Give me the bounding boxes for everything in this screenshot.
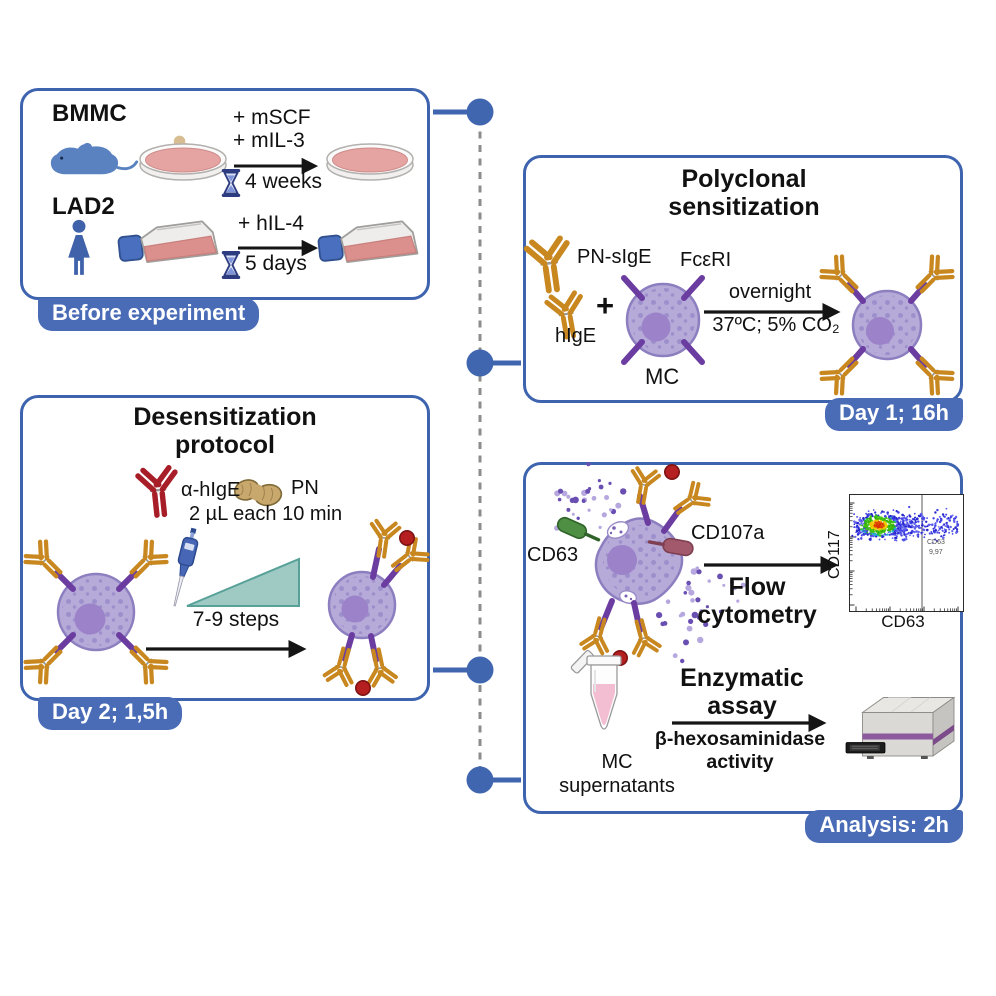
timeline-node-2 bbox=[466, 349, 494, 377]
anti-hige-antibody-icon bbox=[137, 467, 179, 517]
allergen-dot bbox=[663, 463, 681, 481]
desensitization-title-line1: Desensitization bbox=[133, 403, 317, 431]
flow-cytometry-plot bbox=[849, 494, 964, 612]
timeline-node-1 bbox=[466, 98, 494, 126]
four-weeks-label: 4 weeks bbox=[245, 170, 323, 193]
five-days-label: 5 days bbox=[245, 252, 307, 275]
before-experiment-art bbox=[49, 131, 419, 279]
badge-day1: Day 1; 16h bbox=[824, 398, 963, 432]
timeline-node-4 bbox=[466, 766, 494, 794]
steps-label: 7-9 steps bbox=[192, 608, 280, 631]
desensitization-art bbox=[23, 467, 431, 697]
cd63-marker-icon bbox=[553, 513, 604, 548]
plot-y-axis-label: CD117 bbox=[826, 530, 843, 579]
vesicle bbox=[618, 590, 638, 604]
desensitization-title-line2: protocol bbox=[175, 431, 275, 459]
woman-icon bbox=[68, 219, 90, 275]
cd107a-label: CD107a bbox=[691, 522, 765, 544]
vesicle bbox=[606, 521, 630, 539]
timeline-node-3 bbox=[466, 656, 494, 684]
gate-value: 9,97 bbox=[929, 549, 943, 556]
allergen-dot bbox=[398, 529, 416, 547]
mast-cell-naive bbox=[621, 275, 705, 365]
mc-supernatants-line1: MC bbox=[601, 751, 633, 773]
lad2-label: LAD2 bbox=[52, 193, 115, 220]
mast-cell-sensitized bbox=[819, 254, 956, 397]
timeline bbox=[433, 98, 521, 794]
hexosaminidase-line2: activity bbox=[706, 751, 774, 773]
anti-hige-label: α-hIgE bbox=[181, 479, 241, 501]
plate-reader-icon bbox=[845, 697, 955, 760]
temperature-label: 37ºC; 5% CO₂ bbox=[712, 314, 840, 336]
petri-dish-icon bbox=[326, 143, 414, 181]
enzymatic-assay-line1: Enzymatic bbox=[680, 664, 804, 692]
mast-cell-crosslinked bbox=[324, 520, 431, 697]
flow-cytometry-line1: Flow bbox=[728, 573, 786, 601]
mast-cell-degranulating bbox=[578, 463, 714, 667]
dosing-label: 2 µL each 10 min bbox=[189, 503, 343, 525]
pn-sige-antibody-icon bbox=[526, 238, 573, 293]
dose-ramp-triangle bbox=[186, 557, 300, 607]
panel-analysis bbox=[523, 462, 963, 814]
bmmc-label: BMMC bbox=[52, 100, 127, 127]
hourglass-icon bbox=[221, 169, 241, 197]
sensitization-title-line1: Polyclonal bbox=[681, 165, 807, 193]
hourglass-icon bbox=[221, 251, 241, 279]
mil3-label: + mIL-3 bbox=[233, 129, 305, 152]
mc-supernatants-line2: supernatants bbox=[559, 775, 675, 797]
plus-sign: + bbox=[596, 288, 615, 323]
sensitization-title-line2: sensitization bbox=[668, 193, 820, 221]
allergen-dot bbox=[354, 679, 372, 697]
flow-cytometry-line2: cytometry bbox=[697, 601, 817, 629]
fceri-label: FcεRI bbox=[680, 249, 732, 271]
culture-flask-icon bbox=[116, 219, 219, 266]
mc-label: MC bbox=[645, 364, 680, 389]
pipette-icon bbox=[166, 525, 202, 609]
pn-sige-label: PN-sIgE bbox=[577, 246, 652, 268]
panel-polyclonal-sensitization bbox=[523, 155, 963, 403]
sensitization-art bbox=[526, 238, 955, 397]
badge-day2: Day 2; 1,5h bbox=[38, 697, 183, 731]
hexosaminidase-line1: β-hexosaminidase bbox=[654, 728, 826, 750]
petri-dish-icon bbox=[139, 143, 227, 181]
overnight-label: overnight bbox=[728, 281, 812, 303]
culture-flask-icon bbox=[316, 219, 419, 266]
analysis-art bbox=[553, 462, 955, 760]
plot-x-axis-label: CD63 bbox=[881, 612, 925, 631]
badge-analysis: Analysis: 2h bbox=[805, 810, 963, 844]
cd63-label: CD63 bbox=[527, 544, 579, 566]
hige-label: hIgE bbox=[555, 325, 597, 347]
gate-label: CD63 bbox=[927, 539, 945, 546]
enzymatic-assay-line2: assay bbox=[707, 692, 777, 720]
eppendorf-tube-icon bbox=[569, 648, 622, 730]
hil4-label: + hIL-4 bbox=[238, 212, 304, 235]
mouse-icon bbox=[49, 141, 139, 176]
mast-cell-sensitized-left bbox=[23, 539, 170, 686]
degranulation-dots bbox=[554, 462, 746, 664]
mscf-label: + mSCF bbox=[233, 106, 311, 129]
panel-desensitization-protocol bbox=[20, 395, 430, 701]
badge-before-experiment: Before experiment bbox=[38, 298, 260, 332]
pn-label: PN bbox=[291, 477, 319, 499]
